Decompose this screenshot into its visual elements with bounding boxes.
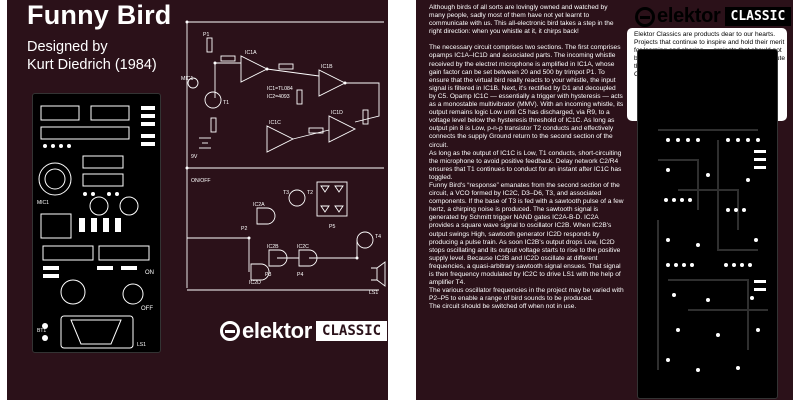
label-ic2a: IC2A <box>253 202 265 208</box>
label-t2: T2 <box>307 190 313 196</box>
elektor-brand-text: elektor <box>657 5 721 27</box>
classic-badge: CLASSIC <box>316 321 388 341</box>
article-paragraph <box>429 36 624 44</box>
label-p2: P2 <box>241 226 247 232</box>
label-ic2d: IC2D <box>249 280 261 286</box>
front-panel: Funny Bird Designed by Kurt Diedrich (19… <box>7 0 388 400</box>
elektor-e-icon <box>220 321 240 341</box>
article-paragraph: As long as the output of IC1C is Low, T1… <box>429 149 622 181</box>
label-ic1d: IC1D <box>331 110 343 116</box>
article-body: Although birds of all sorts are lovingly… <box>429 4 624 311</box>
label-battery: 9V <box>191 154 198 160</box>
label-p3: P3 <box>265 272 271 278</box>
label-t4: T4 <box>375 234 381 240</box>
label-ic2-type: IC2=4093 <box>267 94 290 100</box>
designer-line-1: Designed by <box>27 39 108 55</box>
pcb-ls1-label: LS1 <box>137 342 146 348</box>
label-t3: T3 <box>283 190 289 196</box>
schematic: IC1A IC1B IC1C IC1D IC2A IC2B IC2C IC2D … <box>181 20 386 296</box>
pcb-back <box>637 49 778 399</box>
label-p1: P1 <box>203 32 209 38</box>
label-ic1c: IC1C <box>269 120 281 126</box>
label-ic2c: IC2C <box>297 244 309 250</box>
label-onoff: ON/OFF <box>191 178 211 184</box>
label-p4: P4 <box>297 272 303 278</box>
elektor-brand-text: elektor <box>242 318 313 343</box>
designer-line-2: Kurt Diedrich (1984) <box>27 57 157 73</box>
elektor-e-icon <box>635 6 655 27</box>
pcb-mic1-label: MIC1 <box>37 200 49 206</box>
label-ic2b: IC2B <box>267 244 279 250</box>
article-paragraph: The necessary circuit comprises two sect… <box>429 44 624 149</box>
pcb-on-label: ON <box>145 270 154 276</box>
label-ic1-type: IC1=TL084 <box>267 86 293 92</box>
pcb-back-art <box>657 129 768 372</box>
label-ic1a: IC1A <box>245 50 257 56</box>
elektor-classic-logo-back: elektor CLASSIC <box>635 5 792 28</box>
title: Funny Bird <box>27 0 172 30</box>
pcb-front-art: ON OFF BT1 LS1 MIC1 <box>37 105 155 349</box>
label-ic1b: IC1B <box>321 64 333 70</box>
label-p5: P5 <box>329 224 335 230</box>
label-ls1: LS1 <box>369 290 378 296</box>
label-t1: T1 <box>223 100 229 106</box>
article-paragraph: The circuit should be switched off when … <box>429 303 577 311</box>
article-paragraph: Funny Bird's “response” emanates from th… <box>429 181 624 287</box>
label-mic: MIC1 <box>181 76 194 82</box>
pcb-front: ON OFF BT1 LS1 MIC1 <box>32 93 161 353</box>
pcb-bt1-label: BT1 <box>37 328 46 334</box>
article-paragraph: Although birds of all sorts are lovingly… <box>429 4 614 36</box>
back-panel: Although birds of all sorts are lovingly… <box>416 0 793 400</box>
pcb-off-label: OFF <box>141 306 153 312</box>
classic-badge: CLASSIC <box>724 7 792 26</box>
elektor-classic-logo: elektor CLASSIC <box>220 318 388 344</box>
article-paragraph: The various oscillator frequencies in th… <box>429 287 624 303</box>
